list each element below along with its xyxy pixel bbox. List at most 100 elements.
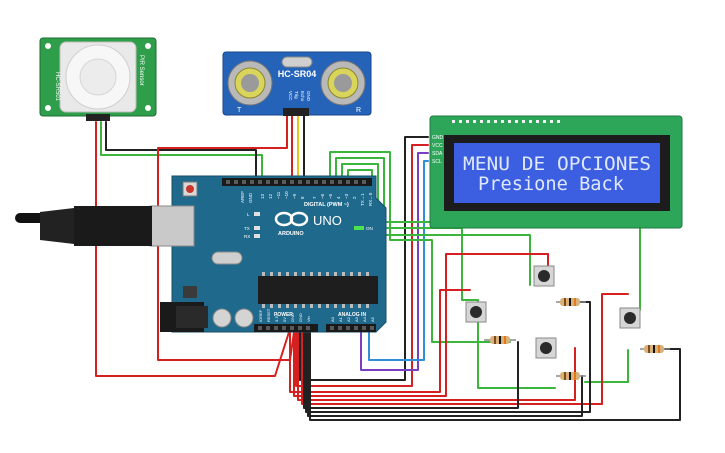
chip-pins [262, 272, 369, 308]
analog-pin-a4: A4 [362, 316, 367, 322]
lcd-pin-sda: SDA [432, 151, 443, 157]
wire-gnd-res1 [303, 331, 519, 409]
microcontroller-chip [258, 276, 378, 304]
us-transducer-r-core [334, 74, 352, 92]
analog-pin-a2: A2 [346, 316, 351, 322]
rx-led [254, 234, 260, 238]
us-pin-label: VCC [288, 91, 293, 101]
pir-side-text: PIR Sensor [138, 55, 144, 86]
resistor-4 [640, 345, 670, 353]
wire-gnd-res4 [309, 331, 681, 421]
us-pin-label: Echo [300, 91, 305, 102]
vin-label: Vin [306, 316, 311, 322]
wire-btn4-signal-2 [584, 349, 629, 383]
usb-strain-relief [40, 208, 74, 244]
us-t-mark: T [237, 107, 242, 114]
digital-pin-1: TX→1 [360, 193, 365, 206]
us-r-mark: R [356, 107, 361, 114]
us-crystal [281, 56, 313, 68]
digital-pin-8: 8 [300, 196, 305, 199]
usb-port [149, 205, 195, 247]
pir-side-text-model: HC-SR501 [54, 72, 60, 102]
lcd-pin-vcc: VCC [432, 143, 443, 149]
digital-pin-6: ~6 [320, 193, 325, 199]
lcd-pin-gnd: GND [432, 135, 444, 141]
capacitor [234, 308, 254, 328]
digital-pin-5: ~5 [328, 193, 333, 199]
bottom-header-holes [258, 326, 374, 330]
resistor-2 [556, 298, 586, 306]
v5-label: 5V [282, 317, 287, 322]
digital-pin-7: 7 [312, 196, 317, 199]
push-button-3[interactable] [535, 337, 557, 359]
gnd-label: GND [248, 192, 253, 203]
lcd-screen [454, 143, 660, 203]
digital-pin-4: 4 [336, 196, 341, 199]
pir-mount-hole [145, 43, 151, 49]
wire-lcd-sda [360, 152, 429, 371]
wire-btn-5v-b [293, 253, 549, 397]
rx-led-label: RX [244, 234, 250, 239]
wire-gnd-res2 [305, 301, 591, 413]
power-label: POWER [274, 312, 293, 318]
wire-gnd-res3 [307, 331, 583, 417]
aref-label: AREF [240, 191, 245, 203]
on-led [354, 226, 364, 230]
power-jack-body [176, 306, 208, 328]
lcd-module: MENU DE OPCIONES Presione Back GND VCC S… [429, 115, 683, 229]
wire-btn1-signal [329, 151, 511, 343]
digital-pin-2: 2 [352, 196, 357, 199]
crystal [211, 251, 243, 265]
analog-pin-a3: A3 [354, 316, 359, 322]
digital-pin-10: ~10 [284, 191, 289, 199]
us-model-label: HC-SR04 [278, 69, 317, 79]
wire-btn2-signal [335, 157, 531, 286]
digital-header-holes [226, 180, 366, 184]
digital-label: DIGITAL (PWM ~) [304, 202, 349, 208]
push-button-1[interactable] [465, 301, 487, 323]
push-button-4[interactable] [619, 307, 641, 329]
digital-pin-9: ~9 [292, 193, 297, 199]
on-led-label: ON [366, 226, 373, 231]
wire-lcd-scl [368, 160, 429, 361]
wire-pir-out [100, 121, 263, 181]
ioref-label: IOREF [258, 309, 263, 322]
v33-label: 3.3V [274, 313, 279, 322]
analog-pin-a1: A1 [338, 316, 343, 322]
analog-pin-a5: A5 [370, 316, 375, 322]
l-led-label: L [247, 212, 250, 217]
wire-pir-vcc [95, 121, 290, 377]
us-transducer-t-core [241, 74, 259, 92]
reset-button-cap[interactable] [186, 185, 194, 193]
tx-led-label: TX [244, 226, 250, 231]
pir-mount-hole [45, 43, 51, 49]
lcd-line-2: Presione Back [478, 173, 625, 195]
analog-header [326, 324, 376, 332]
pir-pin-header [86, 114, 110, 121]
wire-lcd-vcc [295, 144, 429, 387]
brand-label: ARDUINO [278, 231, 304, 237]
resistor-1 [484, 336, 516, 344]
arduino-uno: AREF GND 13 12 ~11 ~10 ~9 8 7 ~6 ~5 4 ~3… [40, 175, 387, 333]
tx-led [254, 226, 260, 230]
analog-label: ANALOG IN [338, 312, 366, 318]
lcd-pin-scl: SCL [432, 159, 442, 165]
us-pin-label: Trig [294, 91, 299, 99]
push-button-2[interactable] [533, 265, 555, 287]
digital-header [222, 178, 372, 186]
l-led [254, 212, 260, 216]
analog-pin-a0: A0 [330, 316, 335, 322]
reset-label: RESET [266, 308, 271, 322]
regulator [183, 286, 197, 298]
wire-lcd-gnd [299, 136, 429, 381]
us-pin-header [283, 108, 309, 116]
lcd-header-pins [452, 120, 560, 123]
uno-label: UNO [313, 213, 342, 228]
pir-mount-hole [45, 105, 51, 111]
us-pin-label: GND [306, 91, 311, 102]
wire-pir-gnd [105, 121, 257, 181]
digital-pin-13: 13 [260, 193, 265, 199]
digital-pin-12: 12 [268, 193, 273, 199]
gnd-label-bottom: GND [290, 313, 295, 322]
